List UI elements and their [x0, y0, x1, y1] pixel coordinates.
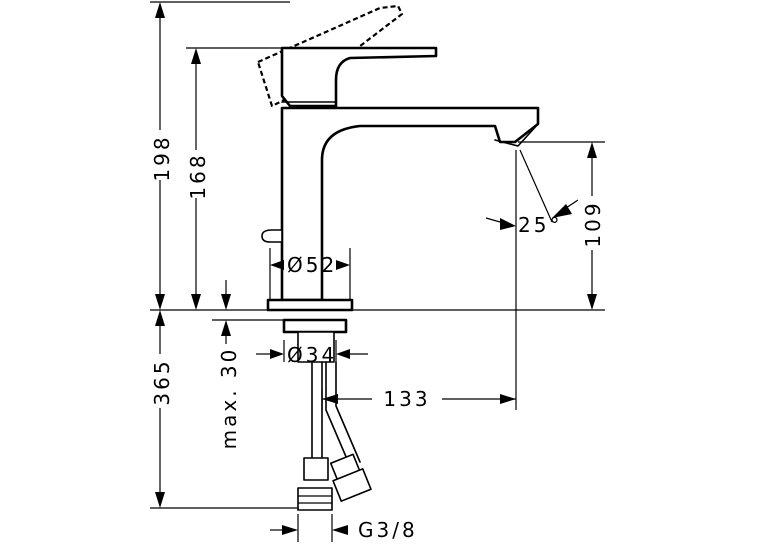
dim-counter-thickness-label: max. 30: [217, 347, 241, 450]
dim-shank-diameter: Ø34: [256, 340, 368, 367]
dim-height-total-label: 198: [150, 134, 174, 181]
dim-connection-thread: G3/8: [270, 514, 418, 542]
popup-knob: [261, 229, 283, 243]
dim-spout-angle-label: 25°: [518, 213, 562, 237]
hose-right: [325, 361, 361, 467]
aerator: [494, 123, 539, 147]
dim-spout-reach-label: 133: [383, 387, 430, 411]
dim-spout-angle: 25°: [485, 149, 579, 410]
dim-body-diameter-label: Ø52: [287, 253, 337, 277]
dim-spout-clearance-label: 109: [581, 200, 605, 247]
faucet-body: [256, 4, 540, 363]
fitting-left: [303, 457, 329, 481]
supply-hoses: [297, 361, 372, 511]
dim-below-counter-label: 365: [150, 358, 174, 405]
dim-shank-diameter-label: Ø34: [287, 343, 337, 367]
shank: [297, 331, 335, 363]
spout-outline: [280, 106, 540, 302]
base-plate: [266, 298, 354, 312]
dim-below-counter: 365: [150, 310, 298, 509]
hose-left: [311, 361, 323, 461]
lever-handle: [280, 46, 438, 108]
dim-spout-clearance: 109: [518, 141, 605, 310]
dim-connection-thread-label: G3/8: [358, 518, 418, 542]
dim-body-diameter: Ø52: [269, 248, 351, 300]
dim-counter-thickness: max. 30: [212, 280, 284, 449]
lever-raised-dashed: [256, 4, 404, 108]
fitting-right-nut: [332, 468, 372, 502]
dim-spout-reach: 133: [321, 387, 516, 411]
dim-height-spout-label: 168: [186, 152, 210, 199]
fitting-left-nut: [297, 487, 333, 511]
mounting-nut: [282, 318, 348, 334]
dim-height-total: 198: [150, 1, 290, 310]
dim-height-spout: 168: [186, 47, 282, 310]
